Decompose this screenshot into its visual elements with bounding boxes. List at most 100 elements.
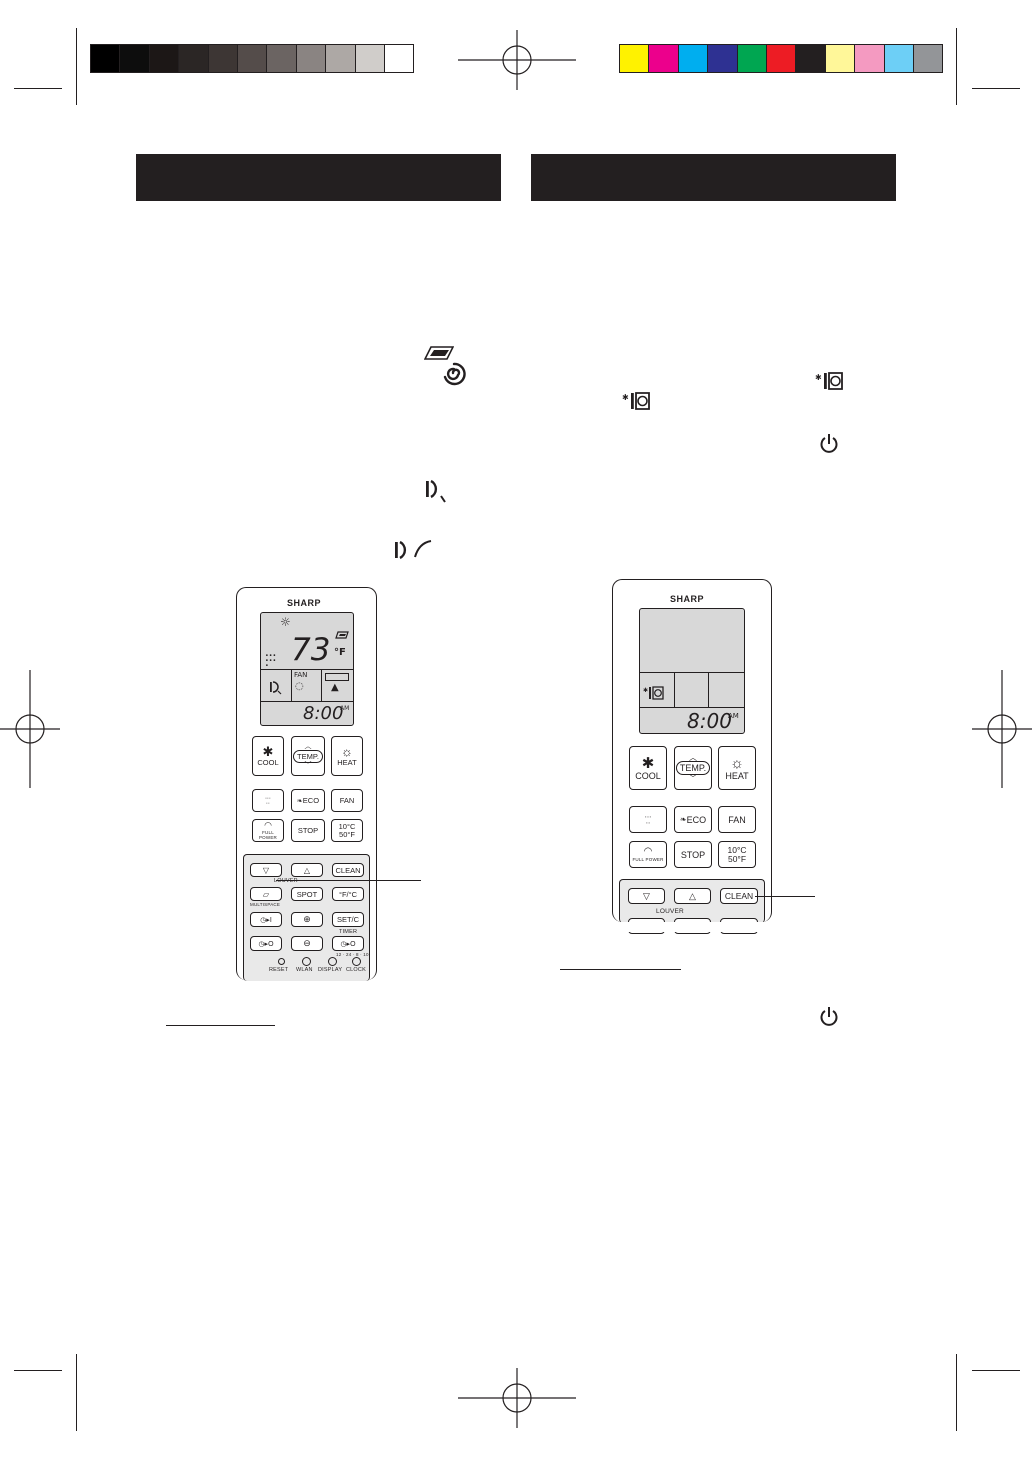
gray-swatch (178, 44, 209, 73)
louver-down-button[interactable]: ▽ (250, 863, 282, 877)
color-swatch (736, 44, 767, 73)
temperature-unit: °F (334, 647, 346, 658)
stop-button[interactable]: STOP (674, 841, 712, 868)
timer-plus-button[interactable]: ⊕ (291, 912, 323, 927)
section-header-right (531, 154, 896, 201)
louver-lcd-icon (270, 681, 282, 695)
temp-rocker[interactable]: ︿ TEMP. ﹀ (291, 736, 325, 776)
hour-timer-button[interactable]: ◷▸O (332, 936, 364, 951)
full-power-icon: ◠ (264, 820, 272, 830)
clean-button[interactable]: CLEAN (332, 863, 364, 877)
gray-swatch (295, 44, 327, 73)
off-timer-button[interactable]: ◷▸O (250, 936, 282, 951)
louver-up-button[interactable]: △ (291, 863, 323, 877)
registration-mark-left (0, 670, 60, 788)
temp-rocker[interactable]: ︿ TEMP. ﹀ (674, 746, 712, 790)
remote-crop-mask (600, 922, 790, 932)
gray-swatch (207, 44, 238, 73)
gray-swatch (266, 44, 297, 73)
louver-down-button[interactable]: ▽ (628, 888, 665, 904)
clean-button[interactable]: CLEAN (720, 888, 758, 904)
louver-down-icon (426, 479, 446, 503)
fan-swirl-icon (443, 362, 466, 386)
gray-swatch (325, 44, 356, 73)
leaf-icon: ❧ (296, 797, 303, 805)
louver-up-arrow-icon: △ (689, 890, 696, 901)
multispace-label: MULTISPACE (250, 902, 281, 907)
color-swatch (707, 44, 738, 73)
ion-dots-icon: ∙∙∙∙∙ (644, 811, 652, 827)
cool-button[interactable]: ✱ COOL (252, 736, 284, 776)
multispace-btn-icon: ▱ (262, 889, 270, 899)
louver-down-arrow-icon: ▽ (643, 890, 650, 901)
display-button[interactable] (328, 957, 337, 966)
chevron-down-icon: ﹀ (304, 761, 312, 769)
ten-c-button[interactable]: 10°C 50°F (718, 841, 756, 868)
eco-button[interactable]: ❧ ECO (291, 789, 325, 812)
snowflake-icon: ✱ (262, 744, 274, 759)
lcd-clock: 8:00 (687, 709, 732, 733)
power-icon-2 (820, 1007, 838, 1026)
wlan-button[interactable] (302, 957, 311, 966)
full-power-button[interactable]: ◠ FULL POWER (252, 819, 284, 842)
gray-swatch (148, 44, 180, 73)
chevron-down-icon: ﹀ (689, 774, 697, 783)
ten-c-button[interactable]: 10°C 50°F (331, 819, 363, 842)
lcd-ampm: AM (340, 705, 350, 712)
color-swatch (619, 44, 650, 73)
power-icon (820, 434, 838, 453)
timer-minus-button[interactable]: ⊖ (291, 936, 323, 951)
ion-button[interactable]: ∙∙∙∙∙ (252, 789, 284, 812)
registration-mark-bottom (458, 1368, 576, 1428)
lower-button-panel: ▽ △ CLEAN LOUVER (619, 879, 765, 934)
full-power-icon: ◠ (643, 846, 653, 857)
heat-button[interactable]: ☼ HEAT (718, 746, 756, 790)
remote-control-right: SHARP ✱ 8:00 AM ✱ COOL ︿ TEMP. ﹀ ☼ HEAT … (612, 579, 772, 934)
lcd-fan-label: FAN (294, 671, 308, 679)
gray-swatch (384, 44, 415, 73)
cool-button[interactable]: ✱ COOL (629, 746, 667, 790)
timer-group-label: TIMER (339, 929, 358, 935)
full-power-button[interactable]: ◠ FULL POWER (629, 841, 667, 868)
on-timer-button[interactable]: ◷▸I (250, 912, 282, 927)
ion-button[interactable]: ∙∙∙∙∙ (629, 806, 667, 833)
clock-button[interactable] (352, 957, 361, 966)
fan-button[interactable]: FAN (331, 789, 363, 812)
eco-button[interactable]: ❧ ECO (674, 806, 712, 833)
brand-logo: SHARP (287, 598, 322, 608)
stop-button[interactable]: STOP (291, 819, 325, 842)
multispace-lcd-icon (335, 631, 349, 639)
chevron-up-icon: ︿ (689, 753, 697, 762)
louver-up-button[interactable]: △ (674, 888, 711, 904)
lower-button-panel: ▽ △ CLEAN LOUVER ▱ MULTISPACE SPOT °F/°C… (243, 854, 370, 981)
color-swatch (854, 44, 885, 73)
fc-button[interactable]: °F/°C (332, 887, 364, 901)
callout-line-left (276, 880, 421, 882)
louver-down-arrow-icon: ▽ (262, 865, 270, 875)
leaf-icon: ❧ (679, 815, 687, 824)
temperature-readout: 73 (291, 632, 331, 668)
svg-text:✱: ✱ (622, 393, 629, 402)
lcd-clock: 8:00 (303, 703, 344, 724)
multispace-button[interactable]: ▱ (250, 887, 282, 901)
color-swatch (883, 44, 914, 73)
gray-swatch (354, 44, 385, 73)
color-swatch (824, 44, 856, 73)
spot-button[interactable]: SPOT (291, 887, 323, 901)
gray-swatch (90, 44, 121, 73)
multispace-icon (424, 346, 454, 360)
registration-mark-top (458, 30, 576, 90)
sun-icon: ☼ (730, 754, 744, 772)
color-swatch (648, 44, 679, 73)
heat-button[interactable]: ☼ HEAT (331, 736, 363, 776)
sun-icon: ☼ (341, 744, 353, 759)
lcd-display: ☼ 73 °F ∙∙∙∙∙∙∙ FAN ◌ ▲ 8:00 AM (260, 612, 354, 726)
louver-up-icon (395, 540, 432, 560)
set-c-button[interactable]: SET/C (332, 912, 364, 927)
louver-up-arrow-icon: △ (303, 865, 311, 875)
reset-button[interactable] (278, 958, 285, 965)
ion-dots-icon: ∙∙∙∙∙ (265, 794, 271, 807)
fan-button[interactable]: FAN (718, 806, 756, 833)
color-swatch (766, 44, 797, 73)
section-header-left (136, 154, 501, 201)
